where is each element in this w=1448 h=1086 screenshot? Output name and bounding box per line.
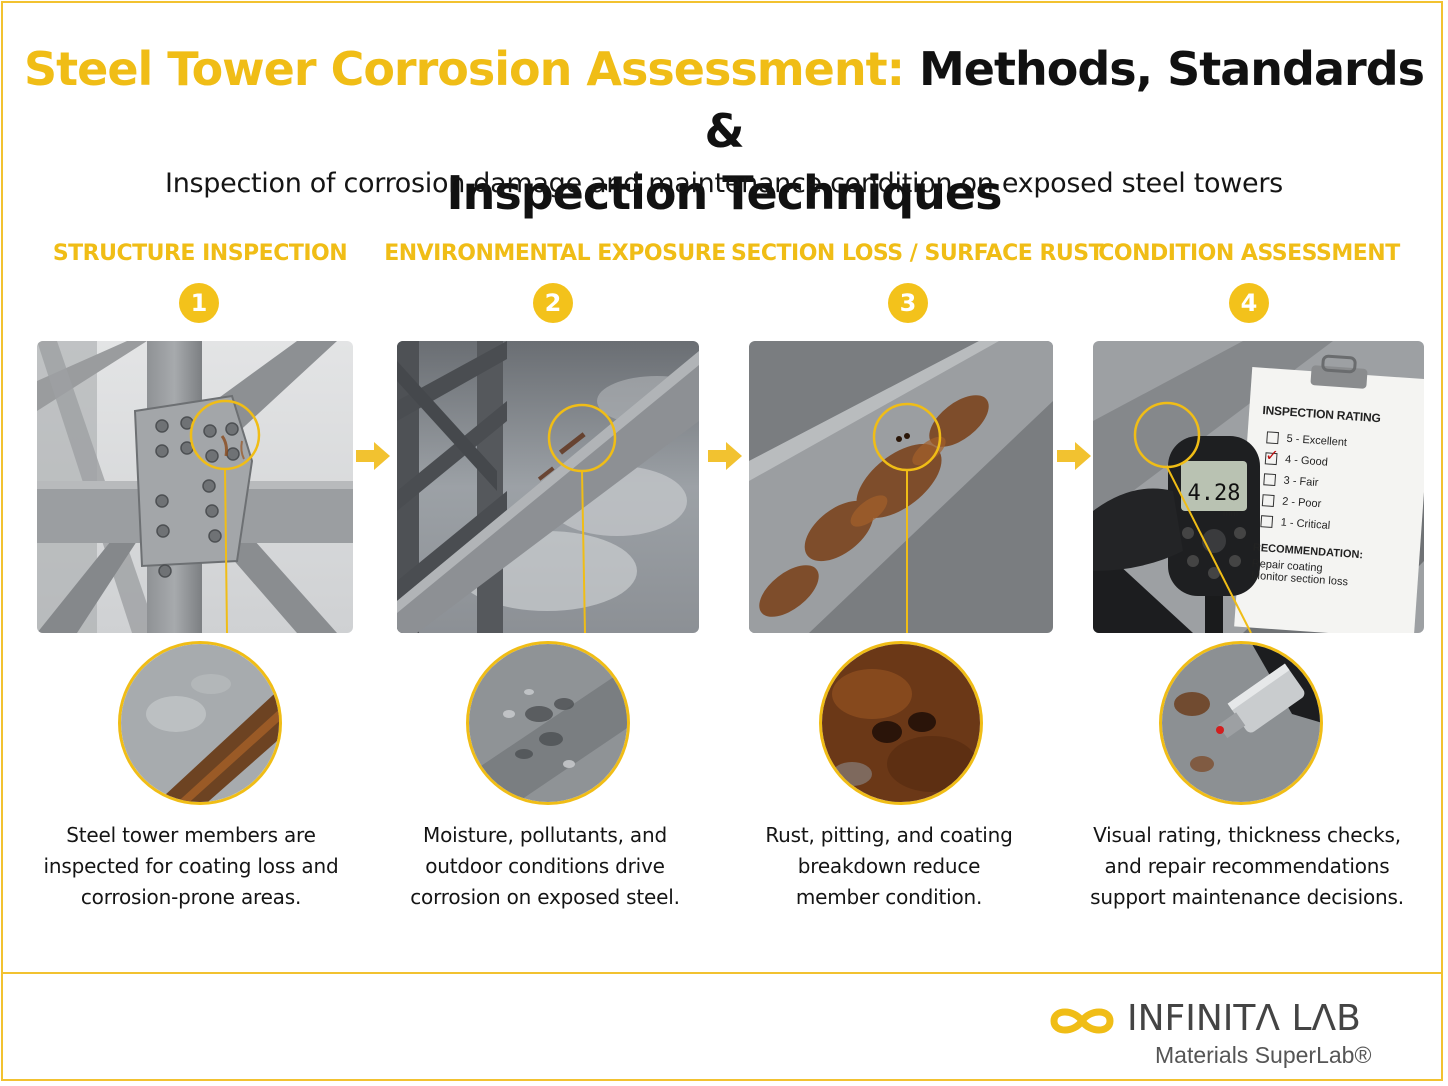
footer-divider <box>3 972 1443 974</box>
zoom-pitting <box>819 641 983 805</box>
step-2-number: 2 <box>533 283 573 323</box>
checkbox-icon <box>1260 515 1274 528</box>
arrow-right-icon <box>1057 442 1091 470</box>
checkbox-icon <box>1263 473 1277 487</box>
thickness-gauge <box>1168 436 1260 633</box>
title-line-2: Inspection Techniques <box>446 166 1002 220</box>
page-subtitle: Inspection of corrosion damage and maint… <box>165 168 1283 199</box>
step-1-description: Steel tower members are inspected for co… <box>43 823 339 909</box>
title-rest: Methods, Standards & <box>704 42 1425 158</box>
step-2-title: ENVIRONMENTAL EXPOSURE <box>384 241 726 266</box>
clipboard-panel <box>1234 354 1424 633</box>
clipboard-text: INSPECTION RATING 5 - Excellent ✓4 - Goo… <box>1251 403 1423 593</box>
gauge-reading: 4.28 <box>1187 481 1241 506</box>
checkbox-icon <box>1266 431 1280 445</box>
checkmark-icon: ✓ <box>1264 447 1280 466</box>
arrow-right-icon <box>708 442 742 470</box>
zoom-gauge-probe <box>1159 641 1323 805</box>
step-1-number: 1 <box>179 283 219 323</box>
step-1-title: STRUCTURE INSPECTION <box>52 241 348 266</box>
photo-surface-rust <box>749 341 1053 633</box>
infinity-logo-icon <box>1050 1008 1114 1034</box>
gauge-unit: mm <box>1223 508 1238 518</box>
step-2-description: Moisture, pollutants, and outdoor condit… <box>410 823 680 909</box>
page-title: Steel Tower Corrosion Assessment: Method… <box>0 38 1448 224</box>
photo-condition-assessment: 4.28 mm INSPECTION RATING 5 - Excellent … <box>1093 341 1424 633</box>
arrow-right-icon <box>356 442 390 470</box>
rating-options: 5 - Excellent ✓4 - Good 3 - Fair 2 - Poo… <box>1254 427 1421 543</box>
step-3-number: 3 <box>888 283 928 323</box>
step-4-title: CONDITION ASSESSMENT <box>1098 241 1400 266</box>
title-highlight: Steel Tower Corrosion Assessment: <box>24 42 905 96</box>
step-3-title: SECTION LOSS / SURFACE RUST <box>731 241 1104 266</box>
step-3-description: Rust, pitting, and coating breakdown red… <box>765 823 1013 909</box>
zoom-moisture-pollutants <box>466 641 630 805</box>
photo-environmental-exposure <box>397 341 699 633</box>
step-4-number: 4 <box>1229 283 1269 323</box>
photo-structure-joint <box>37 341 353 633</box>
step-4-description: Visual rating, thickness checks, and rep… <box>1090 823 1404 909</box>
logo-tagline: Materials SuperLab® <box>1155 1042 1372 1068</box>
zoom-coating-loss <box>118 641 282 805</box>
logo-name: INFINITΛ LΛB <box>1127 998 1361 1039</box>
checkbox-icon <box>1261 494 1275 508</box>
